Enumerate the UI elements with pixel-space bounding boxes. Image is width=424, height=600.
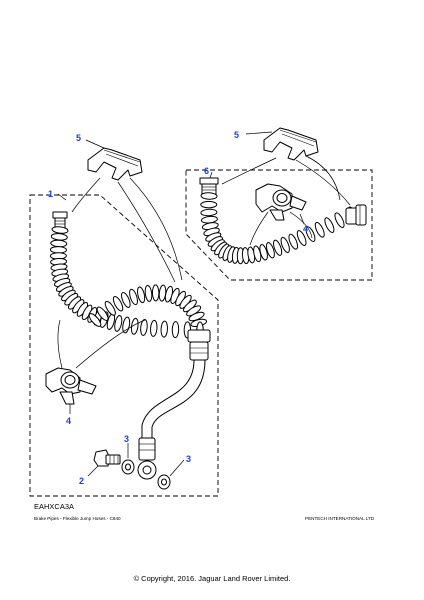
right-group-box	[185, 169, 373, 281]
hose-coil-ring	[104, 300, 116, 316]
sealing-washer-left	[121, 459, 135, 475]
hose-coil-ring	[171, 321, 180, 339]
banjo-bolt	[93, 449, 121, 467]
hose-coil-ring	[114, 315, 123, 332]
hose-coil-ring	[160, 320, 168, 338]
hose-coil-ring	[122, 316, 131, 334]
hose-coil-ring	[314, 221, 325, 238]
hose-coil-ring	[324, 217, 335, 233]
diagram-title: Brake Pipes - Flexible Jump Hoses - C840	[34, 516, 121, 521]
callout-4-left: 4	[66, 416, 71, 426]
hose-coil-ring	[50, 233, 68, 241]
hose-coil-ring	[144, 285, 153, 302]
hose-coil-ring	[200, 192, 218, 200]
hose-coil-ring	[121, 291, 131, 308]
left-hose-clip	[45, 367, 97, 405]
hose-coil-ring	[334, 212, 345, 229]
hose-coil-ring	[273, 239, 283, 256]
vendor-credit: PENTECH INTERNATIONAL LTD	[305, 516, 375, 521]
callout-3-right: 3	[186, 454, 191, 464]
hose-coil-ring	[137, 286, 146, 304]
callout-1: 1	[48, 189, 53, 199]
right-flexible-hose	[199, 177, 367, 265]
callout-3-left: 3	[124, 434, 129, 444]
hose-coil-ring	[112, 295, 124, 312]
hose-coil-ring	[50, 239, 68, 248]
copyright-notice: © Copyright, 2016. Jaguar Land Rover Lim…	[133, 574, 291, 583]
callout-2: 2	[79, 476, 84, 486]
hose-coil-ring	[200, 200, 218, 209]
right-spring-clip	[263, 127, 319, 161]
callout-5-right: 5	[234, 130, 239, 140]
left-group-box	[29, 194, 219, 497]
hose-coil-ring	[288, 233, 299, 250]
hose-coil-ring	[265, 242, 275, 259]
hose-coil-ring	[51, 226, 69, 234]
hose-coil-ring	[200, 208, 218, 217]
callout-6: 6	[204, 166, 209, 176]
hose-coil-ring	[296, 230, 307, 247]
hose-coil-ring	[140, 318, 148, 336]
right-hose-clip	[255, 183, 307, 221]
hose-coil-ring	[259, 244, 268, 261]
leader-lines	[57, 131, 351, 477]
left-spring-clip	[87, 147, 143, 181]
hose-coil-ring	[151, 284, 160, 302]
diagram-code: EAHXCA3A	[34, 502, 75, 511]
hose-coil-ring	[88, 313, 102, 327]
sealing-washer-right	[157, 474, 171, 490]
hose-coil-ring	[130, 317, 139, 335]
hose-coil-ring	[280, 236, 290, 253]
callout-5-left: 5	[76, 133, 81, 143]
hose-coil-ring	[129, 288, 138, 306]
hose-coil-ring	[96, 306, 109, 321]
callout-4-right: 4	[303, 224, 308, 234]
left-flexible-hose	[49, 211, 211, 480]
hose-coil-ring	[150, 319, 158, 337]
